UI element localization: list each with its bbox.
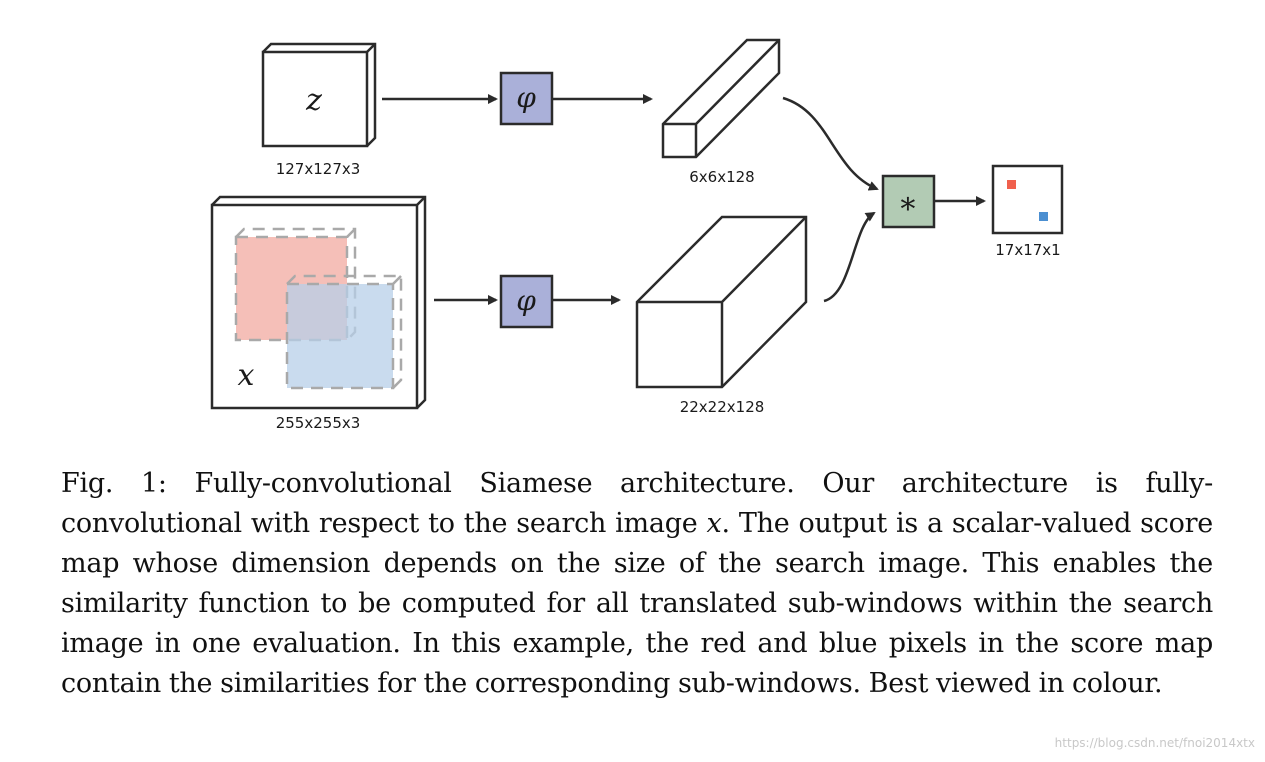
template-dims-label: 127x127x3 (276, 160, 361, 178)
score-map (991, 164, 1064, 235)
output-dims-label: 17x17x1 (995, 241, 1060, 259)
watermark: https://blog.csdn.net/fnoi2014xtx (1054, 736, 1255, 750)
blue-score-pixel (1039, 212, 1048, 221)
caption-text-part1: Fully-convolutional Siamese architecture… (61, 468, 1213, 539)
arrow-template-feat-to-xcorr (782, 96, 879, 191)
template-feat-dims-label: 6x6x128 (689, 168, 754, 186)
search-feat-dims-label: 22x22x128 (680, 398, 765, 416)
caption-math-x: x (706, 508, 722, 539)
red-score-pixel (1007, 180, 1016, 189)
embedding-function-bottom: φ (499, 274, 554, 329)
search-dims-label: 255x255x3 (276, 414, 361, 432)
arrow-search-feat-to-xcorr (823, 211, 876, 303)
template-image-z: z (261, 42, 377, 148)
blue-sub-window (285, 274, 403, 390)
search-feature-map (635, 215, 808, 389)
phi-symbol-top: φ (516, 81, 536, 114)
search-var-label: x (238, 358, 255, 393)
template-feature-map (661, 38, 781, 159)
embedding-function-top: φ (499, 71, 554, 126)
phi-symbol-bottom: φ (516, 284, 536, 317)
caption-text-part2: . The output is a scalar-valued score ma… (61, 508, 1213, 699)
cross-correlation-operator: ∗ (881, 174, 936, 229)
xcorr-symbol: ∗ (898, 186, 918, 221)
figure-caption: Fig. 1: Fully-convolutional Siamese arch… (61, 464, 1213, 704)
template-var-label: z (305, 83, 322, 118)
search-image-x: x (210, 195, 427, 410)
architecture-diagram: z 127x127x3 x 255x255x3 φ φ (210, 38, 1064, 432)
caption-label: Fig. 1: (61, 468, 167, 499)
